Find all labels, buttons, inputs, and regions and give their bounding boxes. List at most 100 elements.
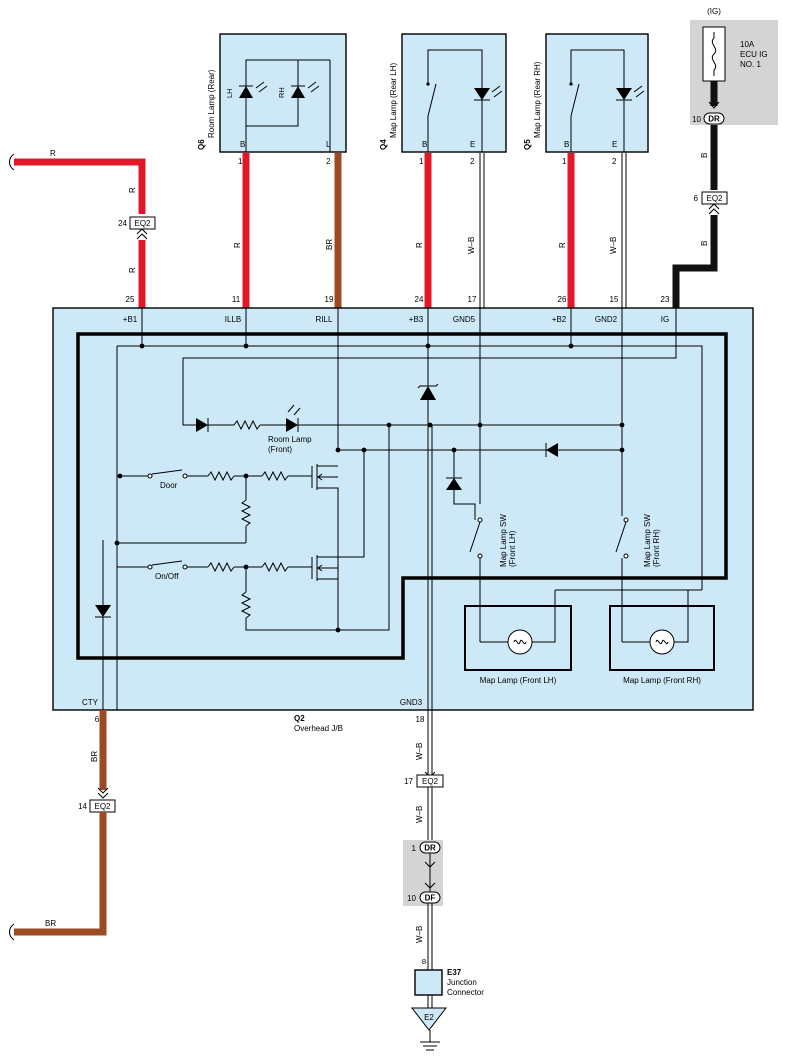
bulb-icon xyxy=(655,639,669,645)
wire-label-r: R xyxy=(415,242,424,248)
wire-label-r: R xyxy=(233,242,242,248)
jb-top-pins: 25 +B1 11 ILLB 19 RILL 24 +B3 17 GND5 26… xyxy=(123,295,670,324)
q4-code: Q4 xyxy=(379,139,388,150)
ig-fuse-box: (IG) 10A ECU IG NO. 1 DR 10 xyxy=(690,7,778,125)
wire-label-r: R xyxy=(558,242,567,248)
pin-name: RILL xyxy=(316,315,333,324)
q6-lh-label: LH xyxy=(225,88,234,98)
q4-map-lamp-rear-lh: Q4 Map Lamp (Rear LH) B E 1 2 xyxy=(379,33,507,166)
fuse-name-1: ECU IG xyxy=(740,50,768,59)
q5-pin-b: B xyxy=(564,140,569,149)
pin-number: 19 xyxy=(325,295,334,304)
pin-name: ILLB xyxy=(225,315,241,324)
ig-dr-pin: 10 xyxy=(692,115,701,124)
ig-label: (IG) xyxy=(707,7,721,16)
eq2-ig-name: EQ2 xyxy=(706,194,723,203)
pin-name: +B1 xyxy=(123,315,138,324)
wire-label-r: R xyxy=(50,149,56,158)
pin-number: 26 xyxy=(558,295,567,304)
onoff-switch-label: On/Off xyxy=(155,572,179,581)
q5-pin-2: 2 xyxy=(612,157,617,166)
wire-label-wb: W–B xyxy=(467,237,476,254)
ground-path: W–B EQ2 17 W–B DR 1 DF 10 W–B 8 E37 Junc… xyxy=(403,743,484,1051)
map-lamp-front-rh: Map Lamp (Front RH) xyxy=(609,590,715,685)
q6-pin-1: 1 xyxy=(238,157,243,166)
q2-name: Overhead J/B xyxy=(294,724,343,733)
pin-number: 11 xyxy=(232,295,241,304)
q5-code: Q5 xyxy=(523,139,532,150)
e37-name-1: Junction xyxy=(447,978,477,987)
e37-code: E37 xyxy=(447,968,462,977)
q5-pin-1: 1 xyxy=(562,157,567,166)
wire-label-wb: W–B xyxy=(415,806,424,823)
wire-label-wb: W–B xyxy=(609,237,618,254)
wire-break-icon xyxy=(9,153,15,171)
pin-name: CTY xyxy=(82,698,99,707)
e37-pin: 8 xyxy=(422,957,426,966)
q5-pin-e: E xyxy=(612,140,617,149)
df-connector-name: DF xyxy=(425,894,436,903)
room-lamp-front-label-2: (Front) xyxy=(268,445,292,454)
e37-name-2: Connector xyxy=(447,988,484,997)
fuse-icon xyxy=(711,32,717,76)
pin-name: IG xyxy=(661,315,669,324)
pin-number: 18 xyxy=(416,715,425,724)
q6-room-lamp-rear: Q6 Room Lamp (Rear) LH RH B L 1 2 xyxy=(197,33,347,166)
door-switch-label: Door xyxy=(160,481,178,490)
pin-number: 23 xyxy=(661,295,670,304)
fuse-name-2: NO. 1 xyxy=(740,60,761,69)
room-lamp-front-label: Room Lamp xyxy=(268,435,312,444)
pin-number: 17 xyxy=(468,295,477,304)
q6-code: Q6 xyxy=(197,139,206,150)
wire-r-top-left xyxy=(14,158,146,214)
map-lamp-front-lh: Map Lamp (Front LH) xyxy=(464,590,572,685)
ground-icon xyxy=(420,1030,440,1051)
q4-pin-b: B xyxy=(422,140,427,149)
q4-pin-1: 1 xyxy=(419,157,424,166)
jb-internal-module xyxy=(76,332,728,660)
pin-number: 6 xyxy=(95,715,100,724)
wire-label-br: BR xyxy=(325,239,334,250)
wire-label-br: BR xyxy=(45,919,56,928)
q5-map-lamp-rear-rh: Q5 Map Lamp (Rear RH) B E 1 2 xyxy=(523,33,649,166)
map-sw-lh-label-2: (Front LH) xyxy=(508,530,517,567)
q2-code: Q2 xyxy=(294,714,305,723)
map-sw-rh-label: Map Lamp SW xyxy=(643,514,652,567)
pin-name: GND2 xyxy=(595,315,618,324)
q5-name: Map Lamp (Rear RH) xyxy=(533,61,542,138)
wire-label-b: B xyxy=(700,153,709,158)
wire-label-b: B xyxy=(700,241,709,246)
pin-name: +B3 xyxy=(409,315,424,324)
eq2-ig-pin: 6 xyxy=(694,194,699,203)
wire-label-r: R xyxy=(128,267,137,273)
pin-name: GND5 xyxy=(453,315,476,324)
map-lamp-rh-label: Map Lamp (Front RH) xyxy=(623,676,701,685)
jb-internal-circuit: Room Lamp (Front) Map Lamp SW (Front LH) xyxy=(95,308,703,778)
bulb-icon xyxy=(513,639,527,645)
wire-label-wb: W–B xyxy=(415,926,424,943)
wire-label-wb: W–B xyxy=(415,743,424,760)
eq2-bottom-left-name: EQ2 xyxy=(94,802,111,811)
wire-label-br: BR xyxy=(90,751,99,762)
wire-break-icon xyxy=(9,923,15,941)
ground-point-label: E2 xyxy=(424,1013,434,1022)
df-connector-pin: 10 xyxy=(407,894,416,903)
map-lamp-lh-label: Map Lamp (Front LH) xyxy=(480,676,557,685)
map-sw-lh-label: Map Lamp SW xyxy=(499,514,508,567)
q6-pin-b: B xyxy=(240,140,245,149)
pin-name: GND3 xyxy=(400,698,423,707)
wire-label-r: R xyxy=(128,187,137,193)
pin-number: 24 xyxy=(415,295,424,304)
q6-pin-l: L xyxy=(326,140,331,149)
fuse-rating: 10A xyxy=(740,40,755,49)
dr-connector-pin: 1 xyxy=(412,844,417,853)
q4-name: Map Lamp (Rear LH) xyxy=(389,63,398,138)
q4-pin-2: 2 xyxy=(470,157,475,166)
eq2-bottom-left-pin: 14 xyxy=(78,802,87,811)
ig-dr-connector: DR xyxy=(708,115,720,124)
map-sw-rh-label-2: (Front RH) xyxy=(652,529,661,567)
pin-name: +B2 xyxy=(552,315,567,324)
q4-pin-e: E xyxy=(470,140,475,149)
eq2-left-name: EQ2 xyxy=(134,219,151,228)
